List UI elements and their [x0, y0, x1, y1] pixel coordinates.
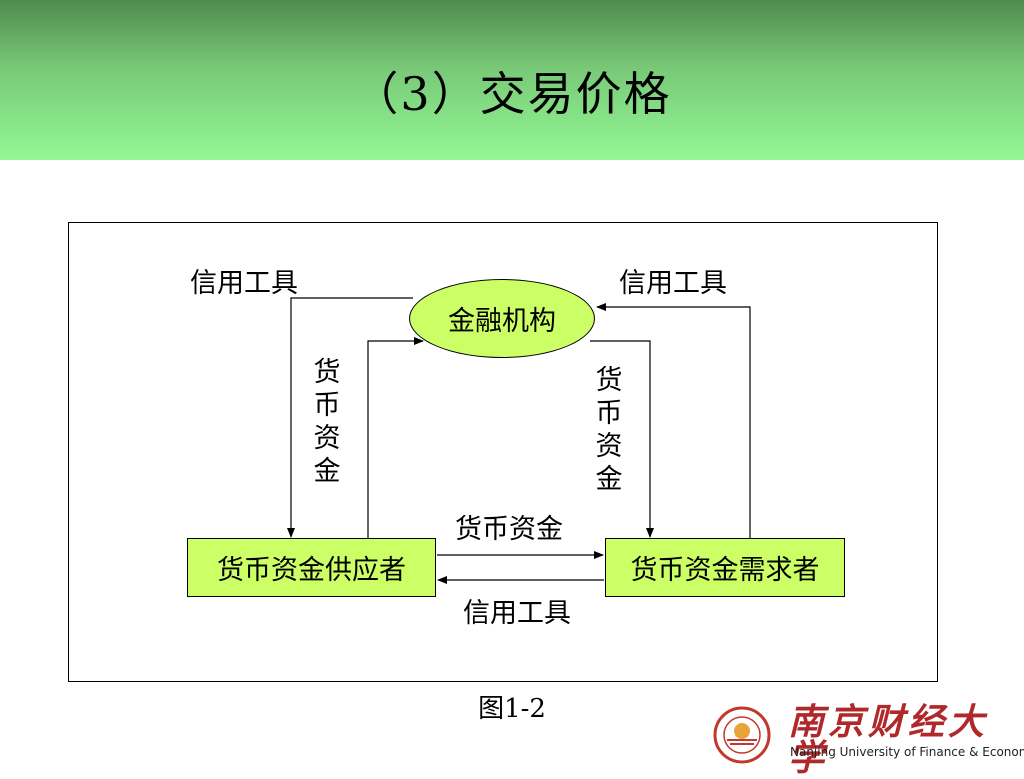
label-credit-top-left: 信用工具	[190, 268, 298, 299]
financial-institution-node: 金融机构	[409, 279, 595, 358]
university-seal-icon	[713, 706, 771, 764]
label-credit-top-right: 信用工具	[619, 268, 727, 299]
arrow-institution-to-demander	[590, 340, 654, 538]
funds-demander-node: 货币资金需求者	[605, 538, 845, 597]
title-banner	[0, 0, 1024, 160]
label-funds-right: 货币资金	[595, 365, 623, 495]
arrow-demander-to-institution	[596, 303, 751, 538]
label-funds-middle: 货币资金	[455, 514, 563, 545]
label-funds-left: 货币资金	[313, 357, 341, 487]
diagram-frame	[68, 222, 938, 682]
university-name-en: Nanjing University of Finance & Economic…	[790, 745, 1024, 759]
university-name-cn: 南京财经大学	[788, 701, 989, 779]
label-credit-bottom: 信用工具	[463, 598, 571, 629]
arrow-institution-to-supplier	[287, 297, 413, 538]
figure-caption: 图1-2	[478, 694, 546, 724]
arrow-supplier-to-institution	[367, 337, 424, 538]
funds-supplier-node: 货币资金供应者	[187, 538, 436, 597]
slide-title: （3）交易价格	[352, 67, 672, 121]
